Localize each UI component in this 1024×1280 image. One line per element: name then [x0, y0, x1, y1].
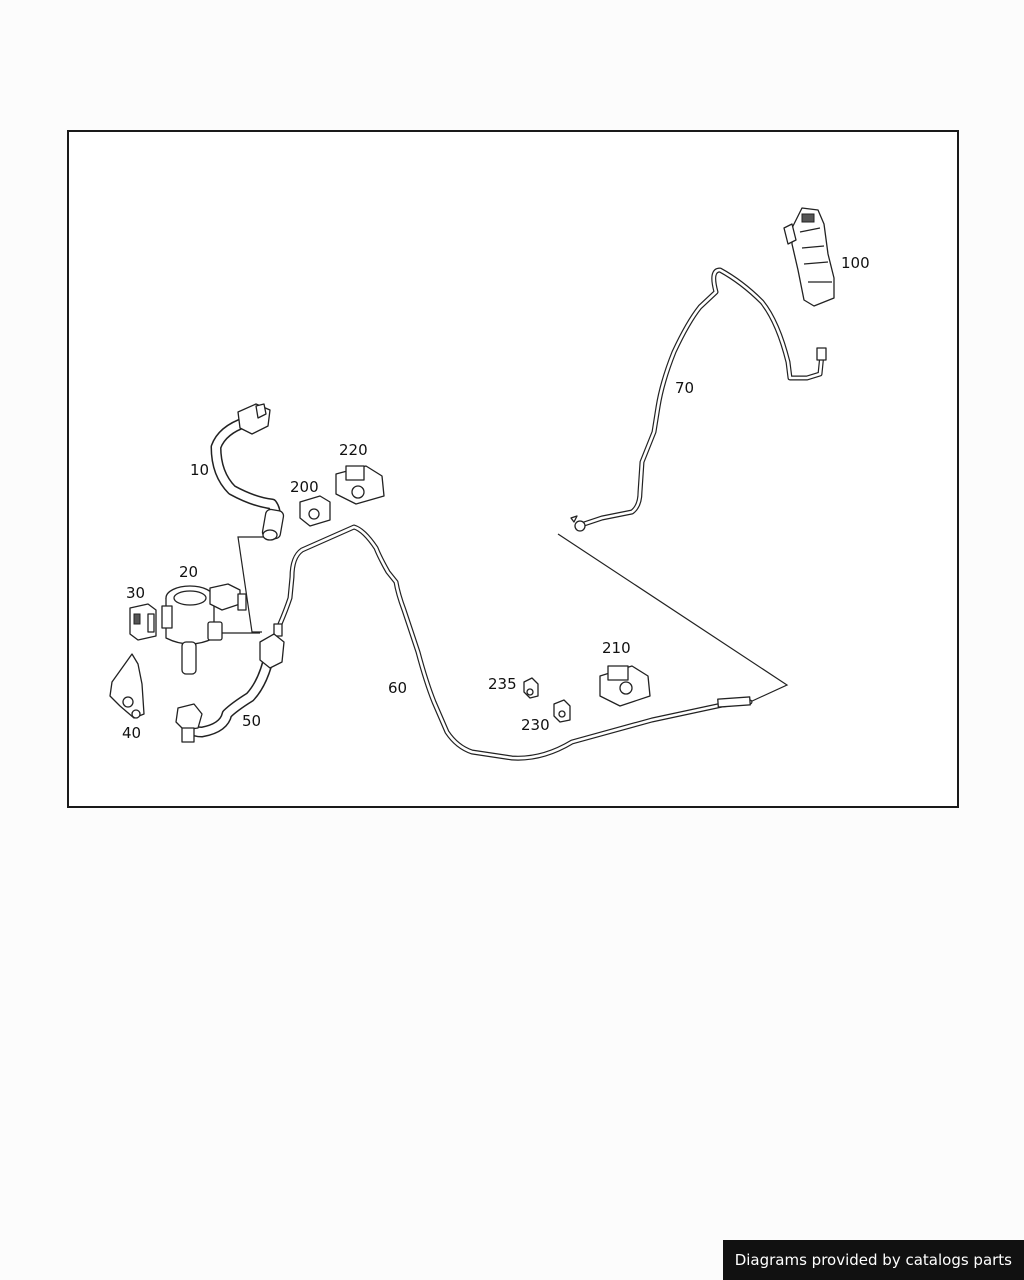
clip-210[interactable] — [599, 665, 651, 707]
clip-230[interactable] — [553, 699, 571, 723]
housing-100[interactable] — [783, 207, 835, 307]
hose-10[interactable] — [210, 403, 285, 541]
clip-220[interactable] — [335, 465, 385, 505]
part-label-235[interactable]: 235 — [488, 675, 517, 693]
part-label-40[interactable]: 40 — [122, 724, 142, 742]
part-label-20[interactable]: 20 — [179, 563, 199, 581]
part-label-50[interactable]: 50 — [242, 712, 262, 730]
part-label-100[interactable]: 100 — [841, 254, 870, 272]
footer-credit: Diagrams provided by catalogs parts — [722, 1240, 1024, 1280]
tube-70[interactable] — [570, 267, 827, 532]
part-label-10[interactable]: 10 — [190, 461, 210, 479]
bracket-30[interactable] — [129, 603, 157, 641]
diagram-frame: 10 20 30 40 50 60 70 100 200 210 220 230… — [67, 130, 959, 808]
part-label-60[interactable]: 60 — [388, 679, 408, 697]
part-label-220[interactable]: 220 — [339, 441, 368, 459]
clip-200[interactable] — [299, 495, 331, 527]
part-label-210[interactable]: 210 — [602, 639, 631, 657]
clip-235[interactable] — [523, 677, 539, 699]
part-label-70[interactable]: 70 — [675, 379, 695, 397]
parts-diagram — [109, 207, 835, 761]
part-label-30[interactable]: 30 — [126, 584, 146, 602]
hose-50[interactable] — [175, 633, 285, 743]
canister-20[interactable] — [161, 583, 247, 675]
leader-lines — [218, 533, 789, 703]
part-label-200[interactable]: 200 — [290, 478, 319, 496]
tube-60[interactable] — [273, 524, 753, 761]
part-label-230[interactable]: 230 — [521, 716, 550, 734]
bracket-40[interactable] — [109, 653, 145, 719]
